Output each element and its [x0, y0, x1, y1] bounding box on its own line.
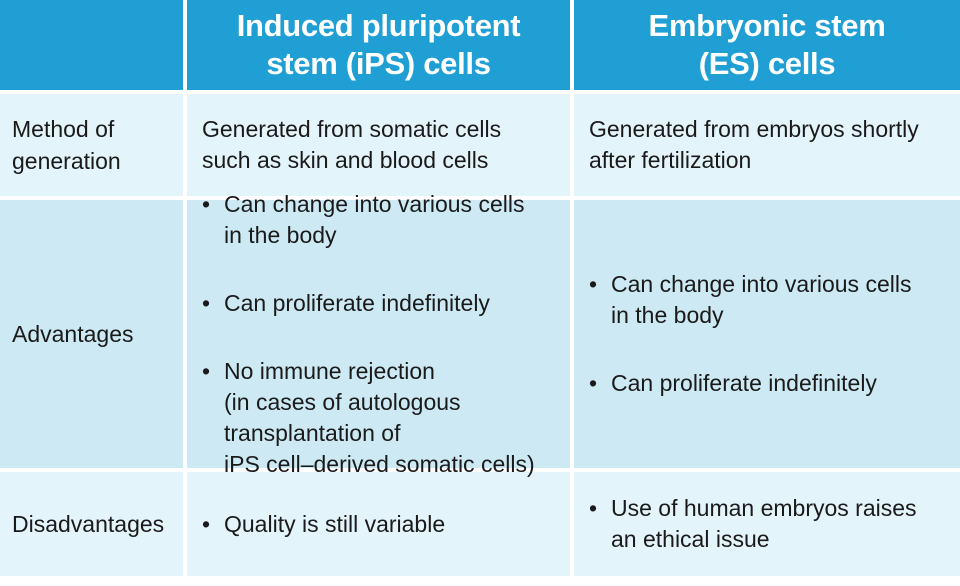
- column-divider: [570, 0, 574, 90]
- cell-es-disadvantages: Use of human embryos raises an ethical i…: [574, 472, 960, 576]
- es-disadvantages-list: Use of human embryos raises an ethical i…: [589, 462, 917, 586]
- row-divider: [0, 90, 960, 94]
- column-divider: [570, 94, 574, 196]
- es-advantages-list: Can change into various cells in the bod…: [589, 238, 911, 430]
- row-label-disadvantages: Disadvantages: [0, 472, 183, 576]
- column-divider: [183, 472, 187, 576]
- column-divider: [183, 200, 187, 468]
- list-item: Can change into various cells in the bod…: [589, 269, 911, 331]
- row-label-advantages: Advantages: [0, 200, 183, 468]
- ips-disadvantages-list: Quality is still variable: [202, 478, 445, 571]
- column-divider: [570, 200, 574, 468]
- header-es-cells: Embryonic stem (ES) cells: [574, 0, 960, 90]
- list-item: No immune rejection (in cases of autolog…: [202, 356, 535, 480]
- header-empty-cell: [0, 0, 183, 90]
- header-ips-cells: Induced pluripotent stem (iPS) cells: [187, 0, 570, 90]
- cell-es-method: Generated from embryos shortly after fer…: [574, 94, 960, 196]
- ips-advantages-list: Can change into various cells in the bod…: [202, 158, 535, 511]
- list-item: Use of human embryos raises an ethical i…: [589, 493, 917, 555]
- row-label-method: Method of generation: [0, 94, 183, 196]
- cell-ips-disadvantages: Quality is still variable: [187, 472, 570, 576]
- column-divider: [183, 94, 187, 196]
- list-item: Can change into various cells in the bod…: [202, 189, 535, 251]
- cell-es-advantages: Can change into various cells in the bod…: [574, 200, 960, 468]
- list-item: Can proliferate indefinitely: [202, 288, 535, 319]
- cell-ips-method: Generated from somatic cells such as ski…: [187, 94, 570, 196]
- list-item: Quality is still variable: [202, 509, 445, 540]
- column-divider: [183, 0, 187, 90]
- cell-ips-advantages: Can change into various cells in the bod…: [187, 189, 570, 477]
- list-item: Can proliferate indefinitely: [589, 368, 911, 399]
- column-divider: [570, 472, 574, 576]
